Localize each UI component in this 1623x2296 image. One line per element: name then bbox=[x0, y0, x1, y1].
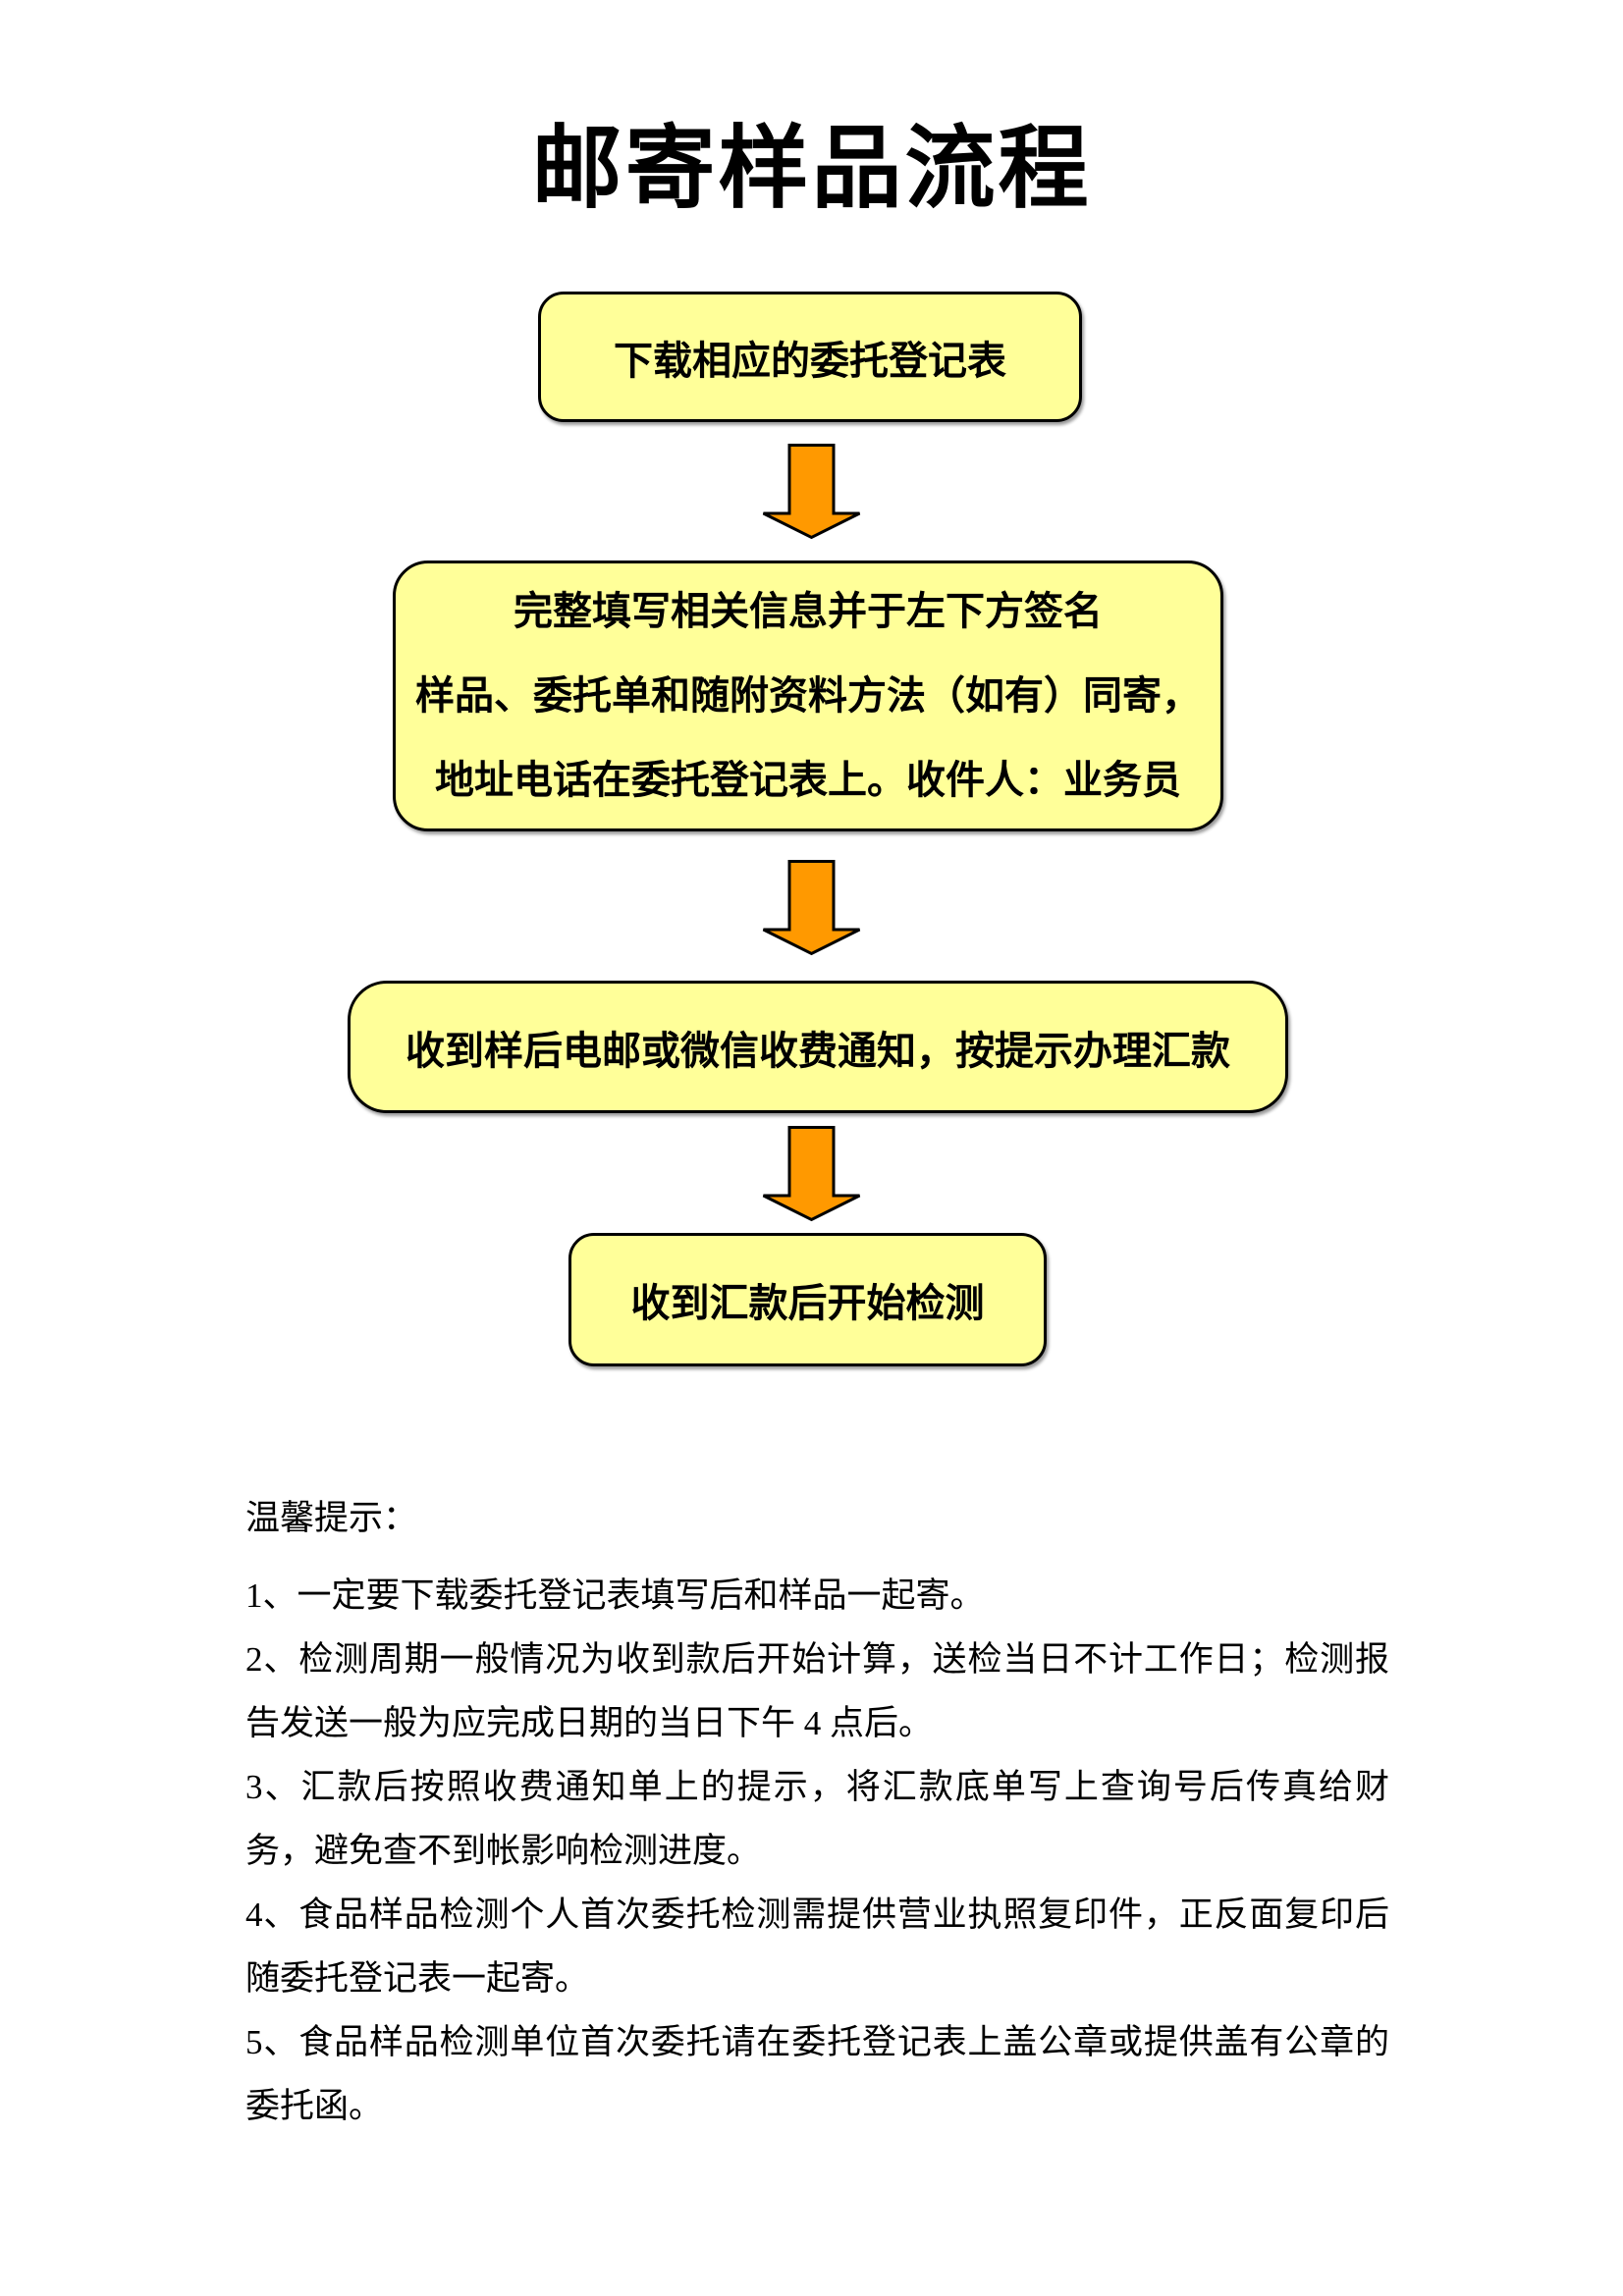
tips-section: 温馨提示： 1、一定要下载委托登记表填写后和样品一起寄。 2、检测周期一般情况为… bbox=[245, 1486, 1389, 2138]
flow-step-download: 下载相应的委托登记表 bbox=[538, 292, 1082, 422]
tips-heading: 温馨提示： bbox=[245, 1499, 418, 1537]
arrow-down-icon bbox=[762, 1126, 861, 1222]
flow-step-text: 收到样后电邮或微信收费通知，按提示办理汇款 bbox=[406, 1029, 1230, 1073]
flow-step-fill-form: 完整填写相关信息并于左下方签名 样品、委托单和随附资料方法（如有）同寄， 地址电… bbox=[393, 561, 1223, 831]
flow-step-text: 收到汇款后开始检测 bbox=[630, 1282, 985, 1325]
flow-step-text: 样品、委托单和随附资料方法（如有）同寄， bbox=[415, 674, 1201, 718]
page-title: 邮寄样品流程 bbox=[531, 119, 1092, 219]
flow-step-payment-notice: 收到样后电邮或微信收费通知，按提示办理汇款 bbox=[348, 981, 1288, 1113]
tip-item: 5、食品样品检测单位首次委托请在委托登记表上盖公章或提供盖有公章的委托函。 bbox=[245, 2023, 1389, 2125]
flow-step-text: 完整填写相关信息并于左下方签名 bbox=[514, 590, 1103, 633]
arrow-down-icon bbox=[762, 444, 861, 540]
flow-step-text: 地址电话在委托登记表上。收件人：业务员 bbox=[435, 759, 1181, 802]
tip-item: 4、食品样品检测个人首次委托检测需提供营业执照复印件，正反面复印后随委托登记表一… bbox=[245, 1896, 1389, 1998]
flow-step-text: 下载相应的委托登记表 bbox=[614, 339, 1006, 383]
tip-item: 2、检测周期一般情况为收到款后开始计算，送检当日不计工作日；检测报告发送一般为应… bbox=[245, 1640, 1389, 1742]
arrow-down-icon bbox=[762, 860, 861, 956]
flow-step-start-testing: 收到汇款后开始检测 bbox=[568, 1233, 1047, 1366]
tip-item: 1、一定要下载委托登记表填写后和样品一起寄。 bbox=[245, 1576, 985, 1615]
tip-item: 3、汇款后按照收费通知单上的提示，将汇款底单写上查询号后传真给财务，避免查不到帐… bbox=[245, 1768, 1389, 1870]
